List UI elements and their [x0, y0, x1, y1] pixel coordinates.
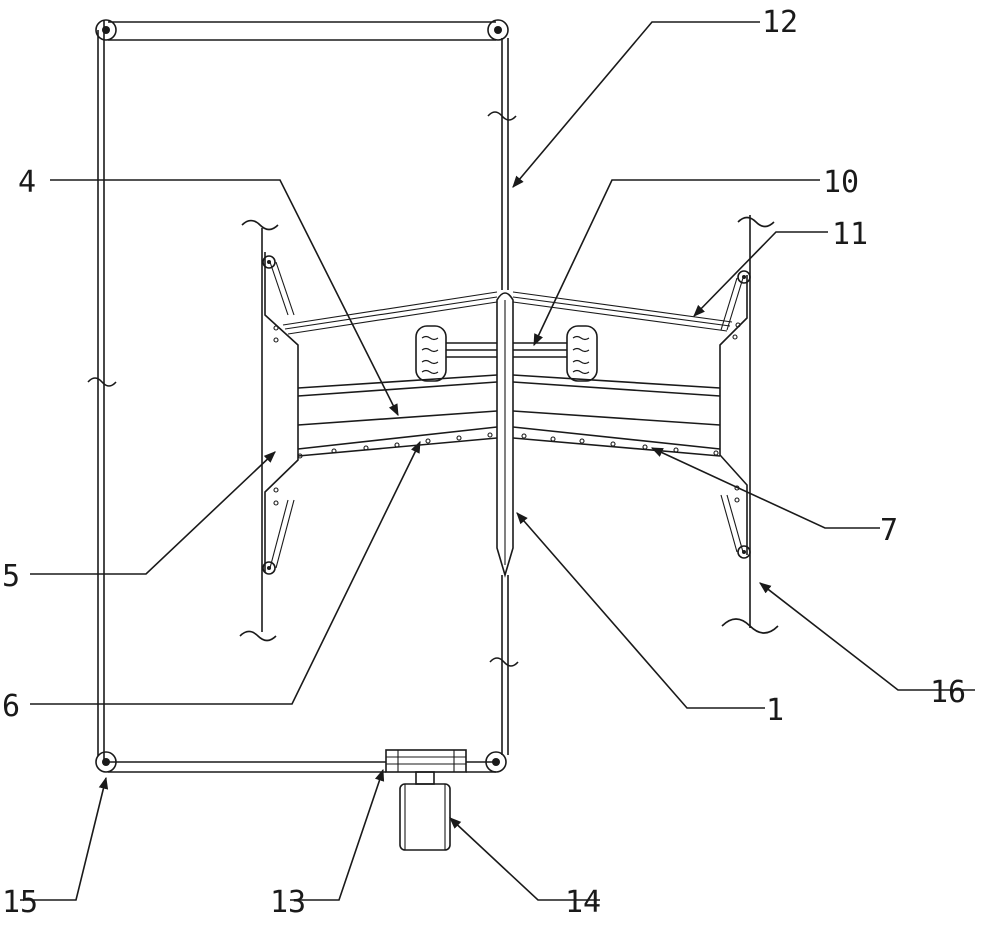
label-11: 11 — [832, 217, 868, 252]
label-13: 13 — [270, 885, 306, 920]
break-marks — [87, 111, 779, 667]
label-16: 16 — [930, 675, 966, 710]
label-15: 15 — [2, 885, 38, 920]
gear-reducer — [385, 749, 467, 785]
leader-lines — [20, 21, 975, 901]
label-14: 14 — [565, 885, 601, 920]
belt-frame — [97, 20, 509, 773]
roof-rails — [282, 291, 733, 335]
label-12: 12 — [762, 5, 798, 40]
reference-labels: 12 4 10 11 5 7 6 1 16 15 13 14 — [2, 5, 966, 920]
label-4: 4 — [18, 165, 36, 200]
brush-unit-left — [415, 325, 497, 382]
left-side-frame — [261, 228, 303, 632]
motor — [399, 783, 451, 851]
trough-panels — [297, 374, 721, 457]
pulley-bottom-right — [485, 751, 507, 773]
pulley-top-left — [95, 19, 117, 41]
brush-unit-right — [513, 325, 598, 382]
label-1: 1 — [766, 693, 784, 728]
label-10: 10 — [823, 165, 859, 200]
label-5: 5 — [2, 559, 20, 594]
central-blade — [496, 292, 514, 578]
pulley-bottom-left — [95, 751, 117, 773]
label-6: 6 — [2, 689, 20, 724]
pulley-top-right — [487, 19, 509, 41]
label-7: 7 — [880, 513, 898, 548]
